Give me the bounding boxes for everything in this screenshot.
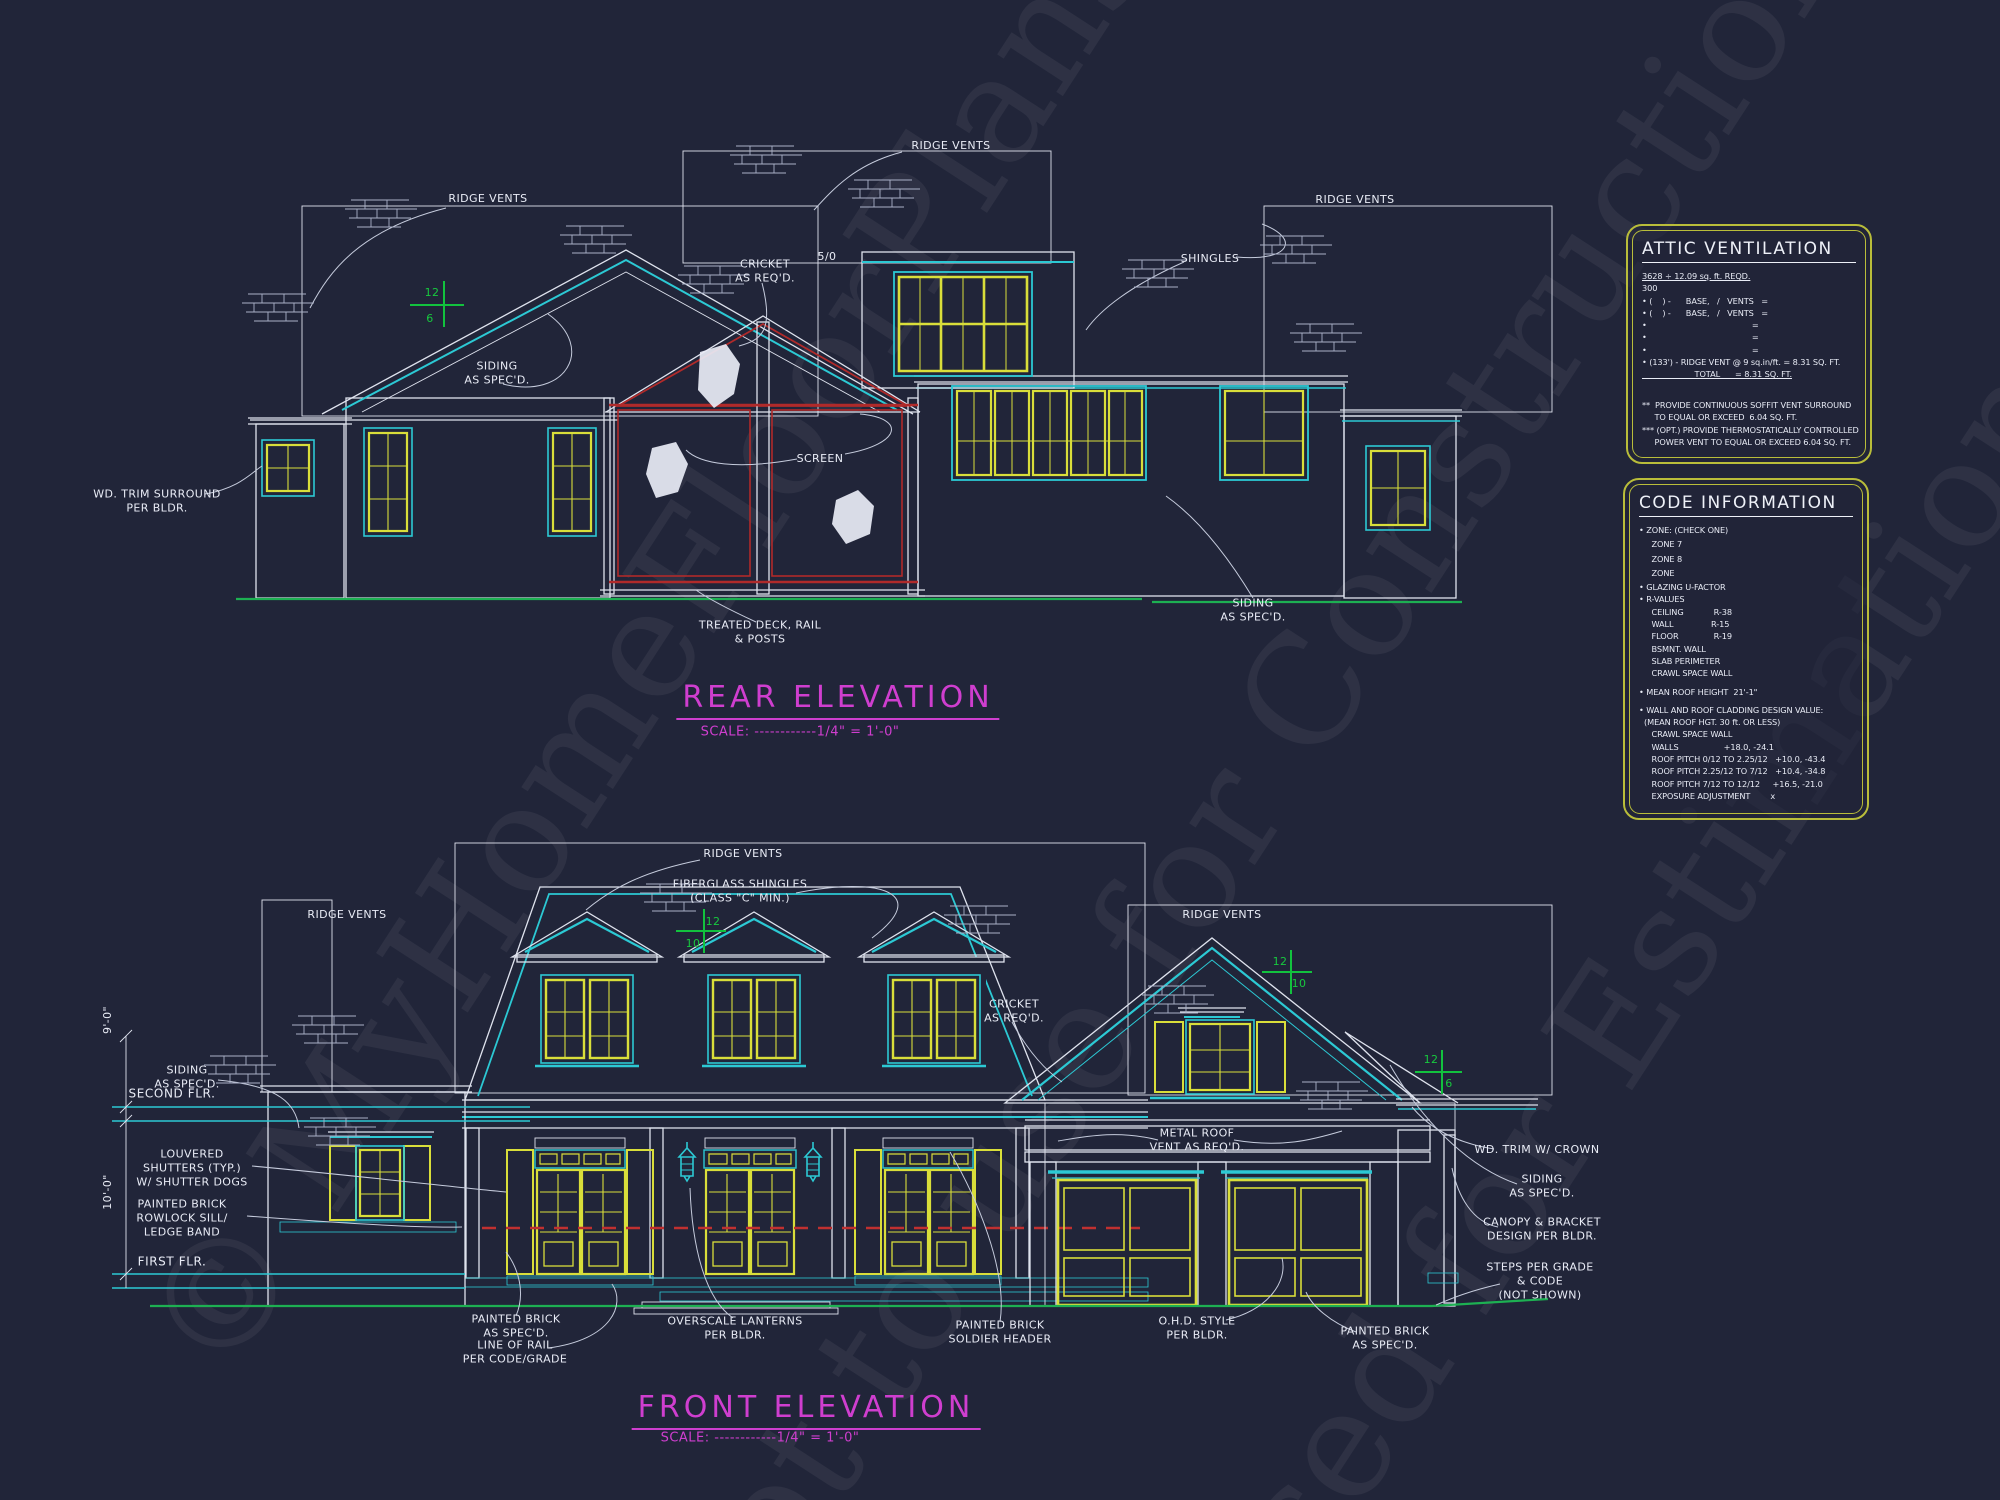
attic-line <box>1642 381 1856 393</box>
attic-line: • = <box>1642 320 1759 331</box>
rear-elevation-title: REAR ELEVATION <box>676 680 1000 720</box>
code-line: WALLS +18.0, -24.1 <box>1639 741 1775 752</box>
code-line: • R-VALUES <box>1639 594 1685 605</box>
code-line: ZONE <box>1639 567 1675 578</box>
attic-line: *** (OPT.) PROVIDE THERMOSTATICALLY CONT… <box>1642 424 1859 435</box>
front-elevation-scale: SCALE: ------------1/4" = 1'-0" <box>660 1430 860 1446</box>
code-line: ROOF PITCH 0/12 TO 2.25/12 +10.0, -43.4 <box>1639 754 1826 765</box>
code-information-title: CODE INFORMATION <box>1639 493 1853 517</box>
attic-line: • (133') - RIDGE VENT @ 9 sq.in/ft. = 8.… <box>1642 357 1841 368</box>
code-line: BSMNT. WALL <box>1639 643 1706 654</box>
code-line: • GLAZING U-FACTOR <box>1639 582 1726 593</box>
attic-line: 300 <box>1642 283 1658 294</box>
attic-line: • ( ) - BASE, / VENTS = <box>1642 295 1769 306</box>
code-line: ROOF PITCH 2.25/12 TO 7/12 +10.4, -34.8 <box>1639 766 1826 777</box>
code-line: EXPOSURE ADJUSTMENT x <box>1639 790 1776 801</box>
code-line: CEILING R-38 <box>1639 606 1733 617</box>
attic-line: TO EQUAL OR EXCEED 6.04 SQ. FT. <box>1642 412 1798 423</box>
code-line: ZONE 8 <box>1639 553 1683 564</box>
code-line: • ZONE: (CHECK ONE) <box>1639 525 1729 535</box>
rear-elevation-drawing <box>204 145 1553 623</box>
code-line: (MEAN ROOF HGT. 30 ft. OR LESS) <box>1639 717 1781 728</box>
attic-line: 3628 ÷ 12.09 sq. ft. REQD. <box>1642 271 1751 281</box>
code-line: CRAWL SPACE WALL <box>1639 668 1733 679</box>
attic-line: • = <box>1642 344 1759 355</box>
attic-ventilation-box: ATTIC VENTILATION 3628 ÷ 12.09 sq. ft. R… <box>1626 224 1872 464</box>
code-line: FLOOR R-19 <box>1639 631 1733 642</box>
code-line: ROOF PITCH 7/12 TO 12/12 +16.5, -21.0 <box>1639 778 1823 789</box>
rear-elevation-scale: SCALE: ------------1/4" = 1'-0" <box>700 724 900 740</box>
code-line: ZONE 7 <box>1639 539 1683 550</box>
attic-line: TOTAL = 8.31 SQ. FT. <box>1642 369 1793 380</box>
attic-line: • ( ) - BASE, / VENTS = <box>1642 307 1769 318</box>
attic-line: ** PROVIDE CONTINUOUS SOFFIT VENT SURROU… <box>1642 399 1852 410</box>
attic-line: • = <box>1642 332 1759 343</box>
code-line: • MEAN ROOF HEIGHT 21'-1" <box>1639 686 1758 697</box>
attic-line: POWER VENT TO EQUAL OR EXCEED 6.04 SQ. F… <box>1642 436 1852 447</box>
code-line: • WALL AND ROOF CLADDING DESIGN VALUE: <box>1639 704 1824 715</box>
code-information-box: CODE INFORMATION • ZONE: (CHECK ONE) ZON… <box>1623 478 1869 820</box>
code-line: WALL R-15 <box>1639 619 1730 630</box>
front-elevation-title: FRONT ELEVATION <box>631 1390 981 1430</box>
front-elevation-drawing <box>112 842 1553 1349</box>
code-line: CRAWL SPACE WALL <box>1639 729 1733 740</box>
attic-ventilation-title: ATTIC VENTILATION <box>1642 239 1856 263</box>
code-line: SLAB PERIMETER <box>1639 655 1721 666</box>
